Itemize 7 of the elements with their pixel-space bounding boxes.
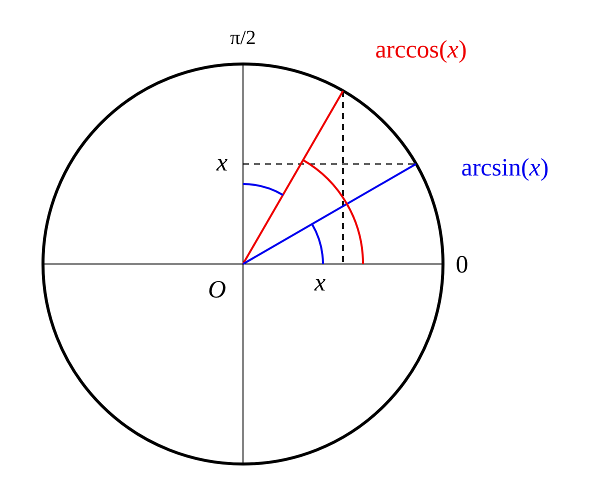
axis-label: x (314, 270, 326, 296)
function-label: arcsin(x) (461, 156, 549, 180)
angle-label: π/2 (230, 28, 256, 48)
origin-label: O (208, 278, 226, 302)
axis-label: x (216, 150, 228, 176)
function-label: arccos(x) (375, 38, 467, 62)
angle-label: 0 (456, 252, 468, 278)
